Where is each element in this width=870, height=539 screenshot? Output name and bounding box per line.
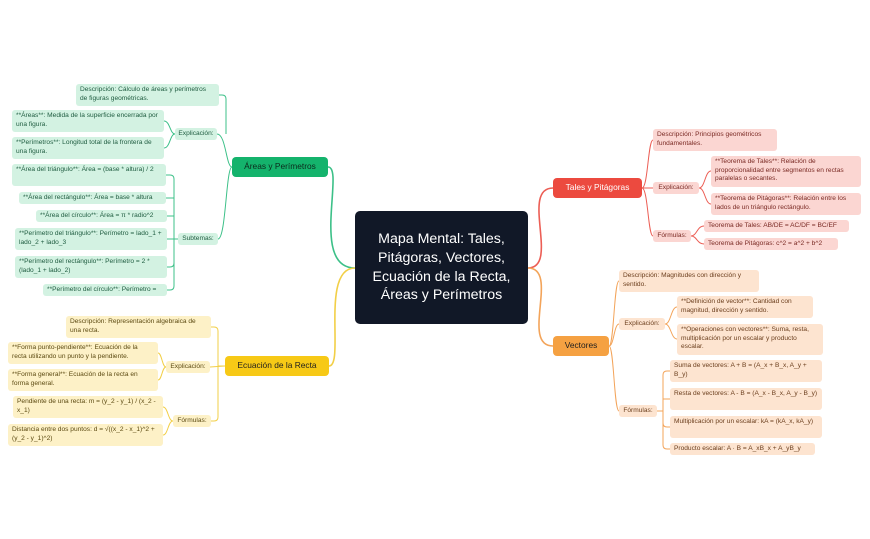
- connector-line: [167, 239, 175, 268]
- connector-line: [664, 323, 678, 340]
- connector-line: [657, 370, 670, 412]
- tales-teorema-pitagoras[interactable]: **Teorema de Pitágoras**: Relación entre…: [711, 193, 861, 215]
- formula-multiplicacion-escalar[interactable]: Multiplicación por un escalar: kA = (kA_…: [670, 416, 822, 438]
- connector-line: [641, 139, 654, 189]
- tales-formulas-label[interactable]: Fórmulas:: [653, 230, 691, 242]
- areas-descripcion[interactable]: Descripción: Cálculo de áreas y perímetr…: [76, 84, 219, 106]
- branch-ecuacion-recta[interactable]: Ecuación de la Recta: [225, 356, 329, 376]
- connector-line: [216, 133, 233, 168]
- connector-line: [167, 263, 175, 291]
- formula-suma-vectores[interactable]: Suma de vectores: A + B = (A_x + B_x, A_…: [670, 360, 822, 382]
- areas-subtemas-label[interactable]: Subtemas:: [178, 233, 218, 245]
- subtema-perimetro-triangulo[interactable]: **Perímetro del triángulo**: Perímetro =…: [15, 228, 167, 250]
- connector-line: [608, 323, 620, 347]
- formula-teorema-pitagoras[interactable]: Teorema de Pitágoras: c^2 = a^2 + b^2: [704, 238, 838, 250]
- formula-resta-vectores[interactable]: Resta de vectores: A - B = (A_x - B_x, A…: [670, 388, 822, 410]
- recta-descripcion[interactable]: Descripción: Representación algebraica d…: [66, 316, 211, 338]
- areas-explicacion-areas[interactable]: **Áreas**: Medida de la superficie encer…: [12, 110, 164, 132]
- formula-pendiente[interactable]: Pendiente de una recta: m = (y_2 - y_1) …: [13, 396, 163, 418]
- vectores-operaciones[interactable]: **Operaciones con vectores**: Suma, rest…: [677, 324, 823, 355]
- connector-line: [527, 267, 554, 347]
- subtema-area-triangulo[interactable]: **Área del triángulo**: Área = (base * a…: [12, 164, 166, 186]
- connector-line: [211, 366, 219, 422]
- connector-line: [664, 306, 678, 325]
- recta-forma-general[interactable]: **Forma general**: Ecuación de la recta …: [8, 369, 158, 391]
- formula-producto-escalar[interactable]: Producto escalar: A · B = A_xB_x + A_yB_…: [670, 443, 815, 455]
- connector-line: [328, 267, 356, 367]
- connector-line: [163, 133, 176, 149]
- connector-line: [641, 187, 654, 237]
- tales-explicacion-label[interactable]: Explicación:: [653, 182, 699, 194]
- connector-line: [163, 120, 176, 135]
- connector-line: [211, 326, 225, 367]
- vectores-formulas-label[interactable]: Fórmulas:: [619, 405, 657, 417]
- subtema-area-rectangulo[interactable]: **Área del rectángulo**: Área = base * a…: [19, 192, 166, 204]
- connector-line: [690, 235, 705, 245]
- tales-teorema-tales[interactable]: **Teorema de Tales**: Relación de propor…: [711, 156, 861, 187]
- formula-teorema-tales[interactable]: Teorema de Tales: AB/DE = AC/DF = BC/EF: [704, 220, 849, 232]
- subtema-perimetro-circulo[interactable]: **Perímetro del círculo**: Perímetro =: [43, 284, 167, 296]
- connector-line: [698, 170, 712, 189]
- connector-line: [662, 423, 670, 450]
- recta-formulas-label[interactable]: Fórmulas:: [173, 415, 211, 427]
- connector-line: [162, 420, 174, 436]
- vectores-explicacion-label[interactable]: Explicación:: [619, 318, 665, 330]
- connector-line: [690, 225, 705, 237]
- branch-tales-pitagoras[interactable]: Tales y Pitágoras: [553, 178, 642, 198]
- areas-explicacion-label[interactable]: Explicación:: [175, 128, 217, 140]
- connector-line: [527, 187, 554, 269]
- tales-descripcion[interactable]: Descripción: Principios geométricos fund…: [653, 129, 777, 151]
- connector-line: [327, 166, 356, 269]
- connector-line: [162, 406, 174, 422]
- connector-line: [662, 411, 670, 428]
- branch-areas-perimetros[interactable]: Áreas y Perímetros: [232, 157, 328, 177]
- connector-line: [166, 174, 178, 240]
- connector-line: [608, 280, 620, 347]
- central-topic[interactable]: Mapa Mental: Tales, Pitágoras, Vectores,…: [355, 211, 528, 324]
- connector-line: [219, 94, 227, 134]
- connector-line: [157, 366, 167, 381]
- recta-explicacion-label[interactable]: Explicación:: [166, 361, 210, 373]
- areas-explicacion-perimetros[interactable]: **Perímetros**: Longitud total de la fro…: [12, 137, 164, 159]
- vectores-descripcion[interactable]: Descripción: Magnitudes con dirección y …: [619, 270, 759, 292]
- connector-line: [217, 166, 233, 240]
- vectores-definicion[interactable]: **Definición de vector**: Cantidad con m…: [677, 296, 813, 318]
- branch-vectores[interactable]: Vectores: [553, 336, 609, 356]
- connector-line: [698, 187, 712, 205]
- subtema-perimetro-rectangulo[interactable]: **Perímetro del rectángulo**: Perímetro …: [15, 256, 167, 278]
- formula-distancia[interactable]: Distancia entre dos puntos: d = √((x_2 -…: [8, 424, 163, 446]
- subtema-area-circulo[interactable]: **Área del círculo**: Área = π * radio^2: [36, 210, 167, 222]
- connector-line: [157, 352, 167, 368]
- recta-forma-punto-pendiente[interactable]: **Forma punto-pendiente**: Ecuación de l…: [8, 342, 158, 364]
- connector-line: [608, 345, 620, 412]
